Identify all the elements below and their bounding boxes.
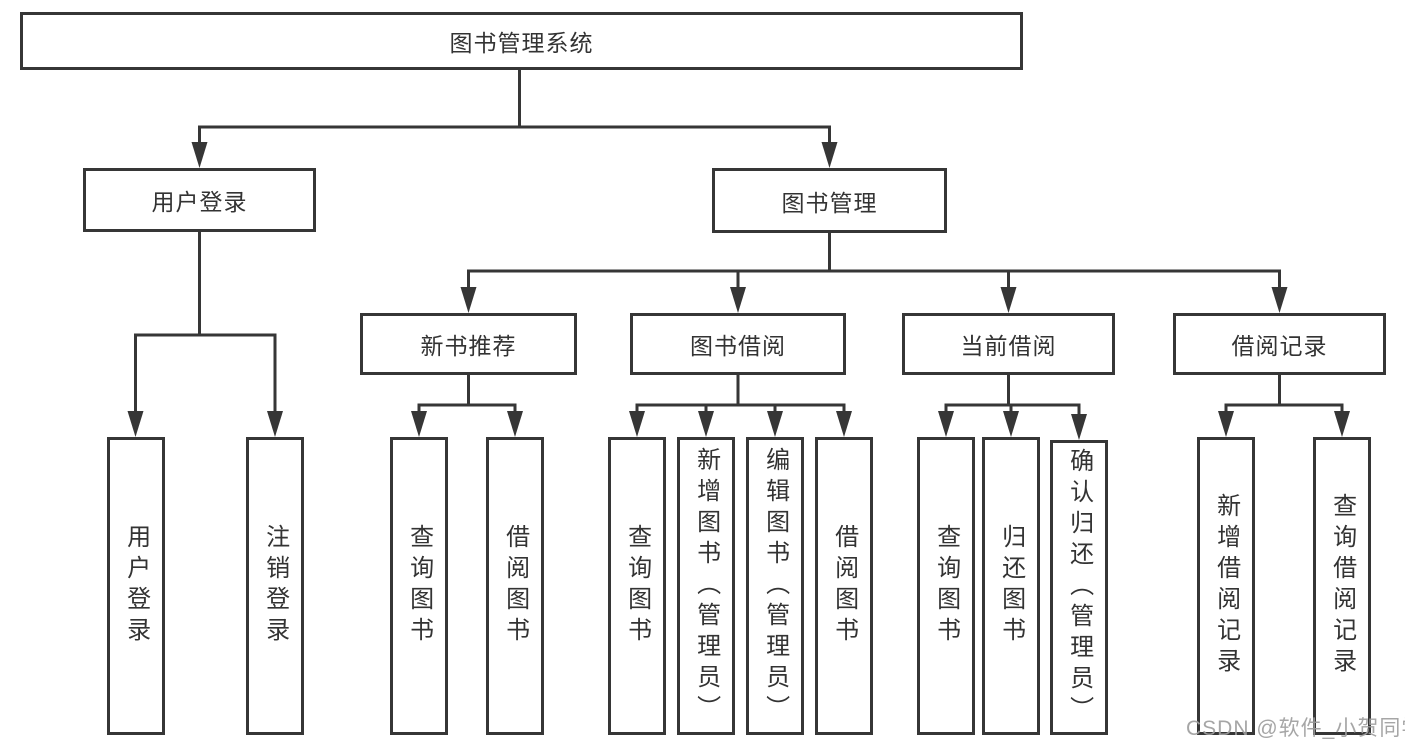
leaf-user-login-label: 用户登录	[122, 524, 150, 648]
node-book-management-label: 图书管理	[781, 189, 878, 216]
leaf-borrow-books-label: 借阅图书	[830, 524, 858, 648]
leaf-borrow-books-recommend: 借阅图书	[486, 437, 544, 735]
leaf-query-borrow-record: 查询借阅记录	[1313, 437, 1371, 735]
leaf-query-books-current: 查询图书	[917, 437, 975, 735]
node-book-management: 图书管理	[712, 168, 947, 233]
leaf-edit-books-admin-label: 编辑图书（管理员）	[761, 446, 789, 726]
leaf-confirm-return-admin-label: 确认归还（管理员）	[1065, 448, 1093, 727]
leaf-add-borrow-record: 新增借阅记录	[1197, 437, 1255, 735]
leaf-query-books-current-label: 查询图书	[932, 524, 960, 648]
node-user-login: 用户登录	[83, 168, 316, 232]
leaf-user-login: 用户登录	[107, 437, 165, 735]
leaf-edit-books-admin: 编辑图书（管理员）	[746, 437, 804, 735]
node-library-system: 图书管理系统	[20, 12, 1023, 70]
node-new-book-recommend-label: 新书推荐	[420, 333, 517, 359]
leaf-borrow-books: 借阅图书	[815, 437, 873, 735]
node-current-borrow: 当前借阅	[902, 313, 1115, 375]
leaf-query-books-borrow-label: 查询图书	[623, 524, 651, 648]
node-borrow-records: 借阅记录	[1173, 313, 1386, 375]
csdn-watermark: CSDN @软件_小贺同学	[1186, 717, 1405, 740]
leaf-query-books-borrow: 查询图书	[608, 437, 666, 735]
leaf-query-books-recommend: 查询图书	[390, 437, 448, 735]
leaf-query-borrow-record-label: 查询借阅记录	[1328, 493, 1356, 679]
node-new-book-recommend: 新书推荐	[360, 313, 577, 375]
leaf-borrow-books-recommend-label: 借阅图书	[501, 524, 529, 648]
node-borrow-records-label: 借阅记录	[1231, 333, 1328, 359]
leaf-confirm-return-admin: 确认归还（管理员）	[1050, 440, 1108, 735]
leaf-add-borrow-record-label: 新增借阅记录	[1212, 493, 1240, 679]
arrowheads	[127, 142, 1350, 440]
leaf-query-books-recommend-label: 查询图书	[405, 524, 433, 648]
node-book-borrow: 图书借阅	[630, 313, 846, 375]
node-book-borrow-label: 图书借阅	[690, 333, 786, 359]
leaf-logout-label: 注销登录	[261, 524, 289, 648]
node-current-borrow-label: 当前借阅	[960, 333, 1057, 359]
leaf-return-books: 归还图书	[982, 437, 1040, 735]
leaf-add-books-admin: 新增图书（管理员）	[677, 437, 735, 735]
node-user-login-label: 用户登录	[151, 189, 248, 215]
leaf-add-books-admin-label: 新增图书（管理员）	[692, 446, 720, 726]
node-library-system-label: 图书管理系统	[449, 30, 594, 56]
leaf-logout: 注销登录	[246, 437, 304, 735]
leaf-return-books-label: 归还图书	[997, 524, 1025, 648]
